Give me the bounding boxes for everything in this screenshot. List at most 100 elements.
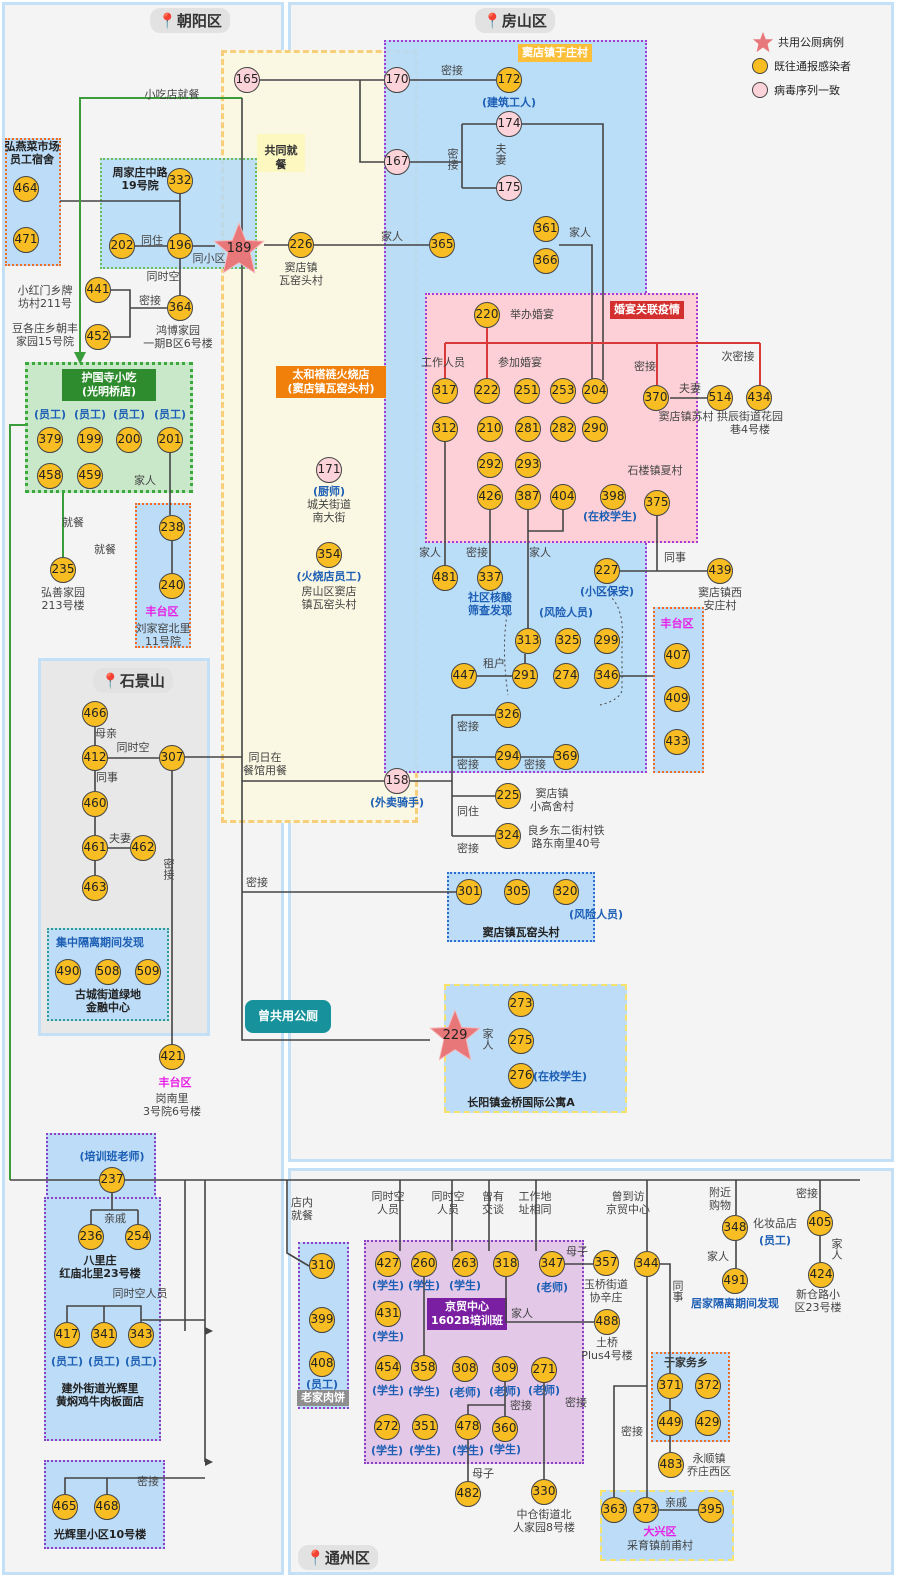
relation-label: 家人: [511, 1307, 533, 1320]
role-label: (小区保安): [579, 585, 635, 598]
arrow-head-icon: [205, 1327, 213, 1335]
role-label: (员工): [124, 1355, 158, 1368]
case-node: 461: [82, 835, 108, 861]
role-label: (学生): [407, 1385, 441, 1398]
location-label: 长阳镇金桥国际公寓A: [467, 1096, 575, 1109]
case-node: 251: [514, 378, 540, 404]
district-tag: 丰台区: [660, 617, 694, 630]
case-node: 459: [77, 463, 103, 489]
case-node: 454: [375, 1355, 401, 1381]
location-label: 弘善家园 213号楼: [41, 586, 85, 612]
case-node: 439: [707, 558, 733, 584]
location-label: 八里庄 红庙北里23号楼: [59, 1254, 141, 1280]
case-node: 313: [515, 628, 541, 654]
location-label: 采育镇前甫村: [627, 1539, 693, 1552]
relation-label: 同小区: [192, 252, 226, 265]
case-node: 263: [452, 1251, 478, 1277]
case-node: 371: [657, 1373, 683, 1399]
connector-line: [528, 510, 564, 532]
case-node: 441: [85, 277, 111, 303]
case-node: 199: [77, 427, 103, 453]
region-title-text: 房山区: [501, 12, 547, 30]
case-node: 379: [37, 427, 63, 453]
location-label: 拱辰街道花园 巷4号楼: [717, 410, 783, 436]
case-node: 481: [432, 565, 458, 591]
case-node: 226: [288, 232, 314, 258]
relation-label: 夫妻: [494, 143, 507, 165]
case-node: 271: [531, 1357, 557, 1383]
connector-line: [111, 289, 131, 338]
relation-label: 同事: [96, 771, 118, 784]
location-label: 小红门乡牌 坊村211号: [17, 284, 73, 310]
role-label: (学生): [371, 1384, 405, 1397]
connector-line: [467, 1404, 505, 1414]
relation-label: 曾有 交谈: [482, 1190, 504, 1216]
location-label: 良乡东二街村铁 路东南里40号: [527, 824, 605, 850]
relation-label: 密接: [524, 758, 546, 771]
relation-label: 同日在 餐馆用餐: [243, 751, 287, 777]
tag-shaobing: 太和褡裢火烧店 (窦店镇瓦窑头村): [276, 366, 386, 398]
case-node: 458: [37, 463, 63, 489]
tag-yujiawu: 于家务乡: [664, 1356, 708, 1369]
case-node: 427: [375, 1251, 401, 1277]
case-node: 227: [594, 558, 620, 584]
case-node: 347: [539, 1251, 565, 1277]
location-label: 豆各庄乡朝丰 家园15号院: [12, 322, 78, 348]
location-label: 石楼镇夏村: [627, 464, 683, 477]
case-node: 468: [94, 1494, 120, 1520]
relation-label: 母亲: [95, 727, 117, 740]
case-node: 375: [644, 490, 670, 516]
relation-label: 密接: [510, 1399, 532, 1412]
relation-label: 工作地 址相同: [518, 1190, 552, 1216]
region-title-fangshan: 📍房山区: [475, 8, 555, 33]
case-node: 361: [533, 216, 559, 242]
relation-label: 店内 就餐: [291, 1196, 313, 1222]
case-node: 398: [600, 484, 626, 510]
relation-label: 母子: [566, 1245, 588, 1258]
location-label: 永顺镇 乔庄西区: [687, 1452, 731, 1478]
location-label: 窦店镇 小高舍村: [530, 787, 574, 813]
arrow-head-icon: [74, 352, 86, 364]
case-node: 407: [664, 643, 690, 669]
case-node: 463: [82, 875, 108, 901]
role-label: (学生): [488, 1443, 522, 1456]
relation-label: 密接: [139, 294, 161, 307]
location-label: 土桥 Plus4号楼: [581, 1336, 633, 1362]
role-label: (员工): [758, 1234, 792, 1247]
case-node: 332: [167, 168, 193, 194]
legend-label: 病毒序列一致: [774, 84, 840, 97]
case-node: 324: [495, 823, 521, 849]
case-node: 236: [78, 1224, 104, 1250]
case-node: 433: [664, 729, 690, 755]
role-label: 居家隔离期间发现: [691, 1297, 779, 1310]
case-node: 373: [633, 1497, 659, 1523]
case-node: 204: [582, 378, 608, 404]
case-node: 471: [13, 227, 39, 253]
case-node: 431: [375, 1301, 401, 1327]
case-node: 460: [82, 791, 108, 817]
relation-label: 工作人员: [421, 356, 465, 369]
case-node: 351: [412, 1414, 438, 1440]
case-node: 225: [495, 783, 521, 809]
case-node: 307: [159, 745, 185, 771]
relation-label: 密接: [634, 360, 656, 373]
location-label: 窦店镇瓦窑头村: [482, 926, 560, 939]
case-node: 293: [515, 452, 541, 478]
role-label: (员工): [153, 408, 187, 421]
relation-label: 举办婚宴: [510, 308, 554, 321]
case-node: 466: [82, 701, 108, 727]
case-node: 366: [533, 248, 559, 274]
case-node: 200: [116, 427, 142, 453]
pink-circle-icon: [752, 82, 768, 98]
case-node: 424: [808, 1262, 834, 1288]
location-label: 光辉里小区10号楼: [53, 1528, 147, 1541]
role-label: (员工): [87, 1355, 121, 1368]
arrow-head-icon: [205, 1458, 213, 1466]
case-node: 490: [55, 959, 81, 985]
case-node: 449: [657, 1410, 683, 1436]
case-node: 387: [515, 484, 541, 510]
relation-label: 家人: [381, 230, 403, 243]
case-node: 320: [553, 879, 579, 905]
role-label: (学生): [451, 1444, 485, 1457]
case-node: 318: [493, 1251, 519, 1277]
